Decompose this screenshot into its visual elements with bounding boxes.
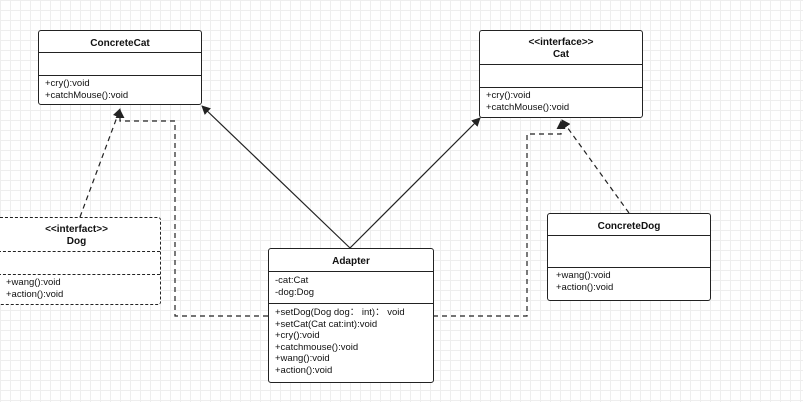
method-item: +wang():void [275, 353, 330, 364]
stereotype-label: <<interface>> [528, 37, 594, 48]
class-name-adapter: Adapter [332, 256, 370, 267]
method-item: +cry():void [486, 90, 531, 101]
class-divider [39, 52, 201, 53]
method-item: +catchmouse():void [275, 341, 359, 353]
stereotype-label: <<interfact>> [45, 224, 108, 235]
class-divider [0, 274, 160, 275]
method-list: +cry():void +catchMouse():void [45, 78, 128, 101]
method-item: +wang():void [556, 270, 611, 281]
dependency-adapter-to-cat [433, 120, 566, 317]
method-item: +catchMouse():void [486, 101, 570, 113]
method-item: +catchMouse():void [45, 89, 129, 101]
class-box-adapter[interactable]: Adapter -cat:Cat -dog:Dog +setDog(Dog do… [268, 248, 434, 383]
attribute-list: -cat:Cat -dog:Dog [275, 275, 314, 298]
method-list: +wang():void +action():void [6, 277, 63, 300]
association-adapter-to-cat [349, 117, 481, 249]
class-name-dog: Dog [66, 236, 87, 247]
class-divider [548, 267, 710, 268]
attribute-item: -cat:Cat [275, 275, 309, 286]
method-item: +action():void [6, 288, 64, 300]
class-divider [269, 303, 433, 304]
class-name-concrete-dog: ConcreteDog [597, 221, 661, 232]
dependency-concretedog-to-cat [561, 119, 630, 214]
class-divider [480, 87, 642, 88]
dependency-adapter-to-concretecat [115, 109, 268, 317]
class-divider [548, 235, 710, 236]
method-item: +wang():void [6, 277, 61, 288]
method-item: +setCat(Cat cat:int):void [275, 318, 378, 330]
class-box-cat-interface[interactable]: <<interface>> Cat +cry():void +catchMous… [479, 30, 643, 118]
association-adapter-to-concretecat [201, 105, 351, 249]
method-item: +action():void [556, 281, 614, 293]
class-divider [269, 271, 433, 272]
method-item: +cry():void [275, 330, 320, 341]
method-list: +cry():void +catchMouse():void [486, 90, 569, 113]
class-box-concrete-dog[interactable]: ConcreteDog +wang():void +action():void [547, 213, 711, 301]
class-box-concrete-cat[interactable]: ConcreteCat +cry():void +catchMouse():vo… [38, 30, 202, 105]
class-divider [480, 64, 642, 65]
class-box-dog-interface[interactable]: <<interfact>> Dog +wang():void +action()… [0, 217, 161, 305]
method-item: +action():void [275, 364, 333, 376]
method-item: +setDog(Dog dog： int)： void [275, 307, 405, 318]
class-divider [0, 251, 160, 252]
method-list: +setDog(Dog dog： int)： void +setCat(Cat … [275, 307, 405, 376]
attribute-item: -dog:Dog [275, 286, 315, 298]
method-item: +cry():void [45, 78, 90, 89]
dependency-dog-to-concretecat [79, 108, 122, 218]
class-name-cat: Cat [552, 49, 570, 60]
method-list: +wang():void +action():void [556, 270, 613, 293]
class-divider [39, 75, 201, 76]
class-name-concrete-cat: ConcreteCat [90, 38, 150, 49]
